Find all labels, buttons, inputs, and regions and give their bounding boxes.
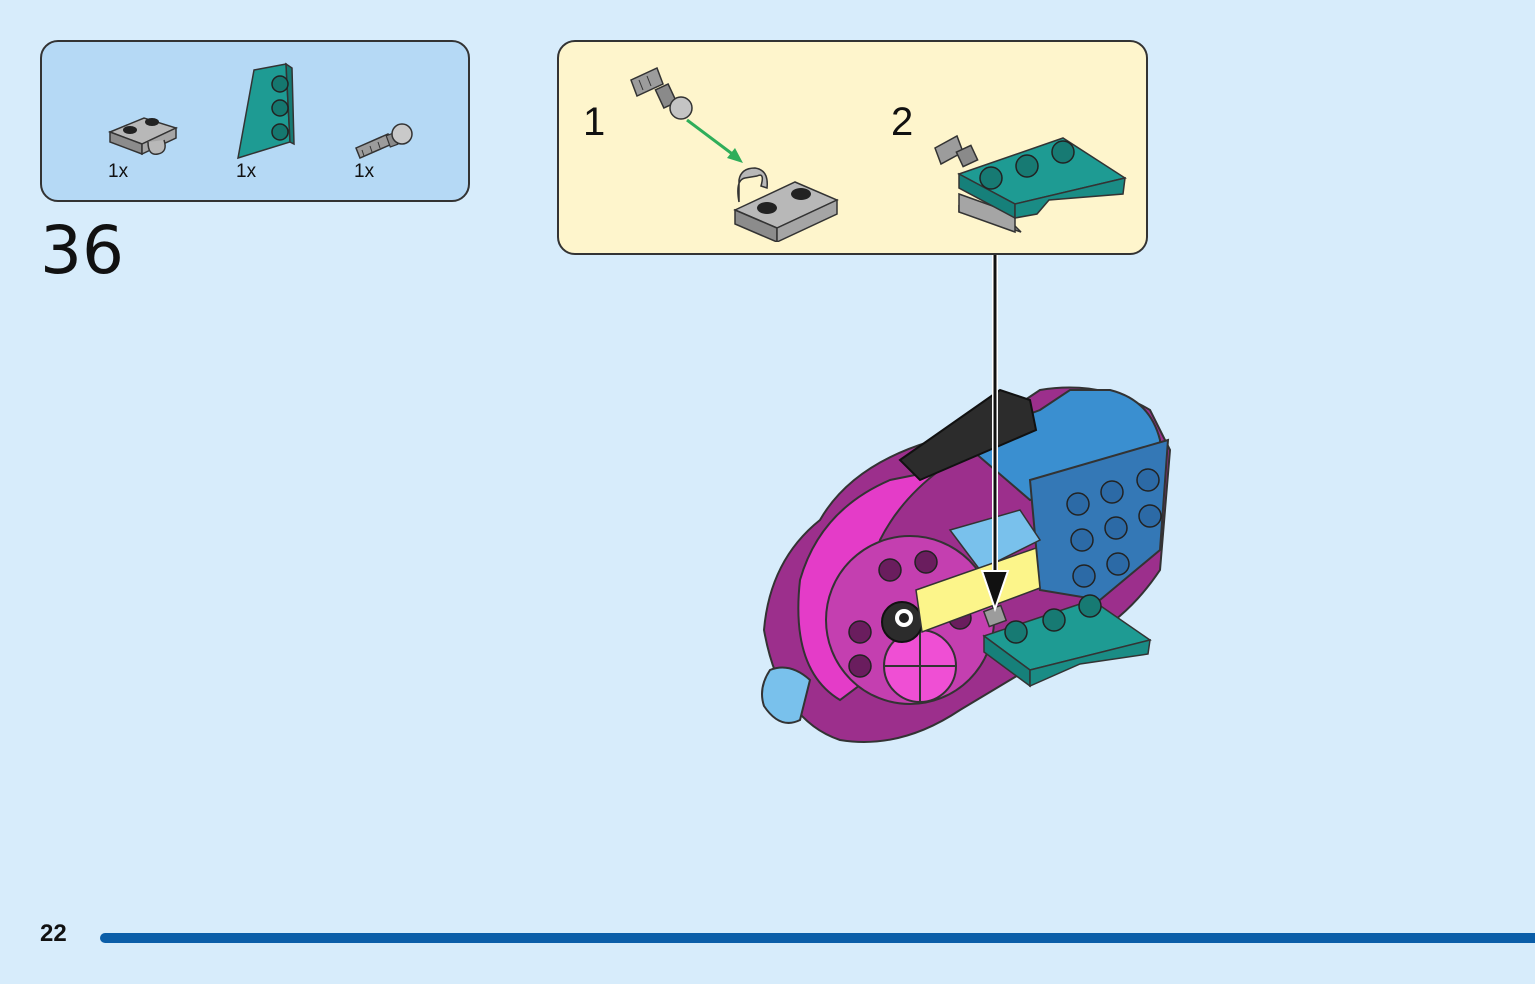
substep-1-illustration [630, 66, 839, 242]
page-number: 22 [40, 920, 67, 947]
part-ball-pin: 1x [352, 62, 442, 192]
page-progress-bar [100, 933, 1535, 943]
part-qty: 1x [354, 161, 375, 182]
part-plate-with-clip: 1x [104, 62, 194, 192]
substep-2-number: 2 [891, 100, 914, 144]
part-wedge-plate: 1x [234, 62, 324, 192]
ball-pin-icon [355, 123, 413, 159]
subassembly-callout: 1 2 [557, 40, 1148, 255]
wedge-plate-icon [237, 62, 295, 160]
step-number: 36 [40, 212, 124, 289]
substep-2-illustration [934, 134, 1127, 234]
model-illustration [761, 386, 1172, 743]
parts-list-box: 1x 1x 1x [40, 40, 470, 202]
part-qty: 1x [236, 161, 257, 182]
plate-with-clip-icon [107, 117, 179, 156]
part-qty: 1x [108, 161, 129, 182]
substep-1-number: 1 [583, 100, 606, 144]
placement-arrow [980, 255, 1010, 613]
